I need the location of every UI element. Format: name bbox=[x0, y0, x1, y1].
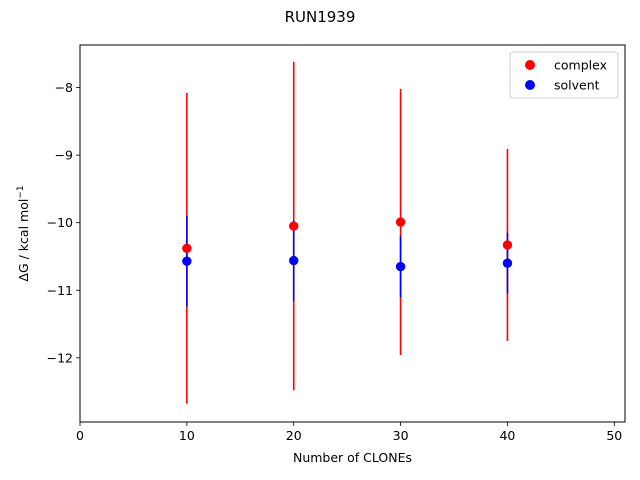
series-complex-points bbox=[182, 217, 513, 254]
legend-box bbox=[509, 51, 619, 99]
legend-marker-solvent bbox=[525, 80, 535, 90]
complex-point bbox=[502, 240, 513, 250]
chart-title: RUN1939 bbox=[285, 8, 356, 26]
x-tick-label: 0 bbox=[76, 428, 84, 443]
solvent-point bbox=[502, 258, 513, 268]
x-tick-label: 20 bbox=[286, 428, 302, 443]
y-tick-label: −8 bbox=[55, 80, 73, 95]
legend: complex solvent bbox=[509, 51, 619, 99]
y-axis-label-superscript: −1 bbox=[16, 185, 26, 198]
solvent-point bbox=[182, 256, 192, 266]
series-solvent bbox=[186, 215, 509, 307]
x-tick-label: 50 bbox=[606, 428, 622, 443]
y-axis: −12 −11 −10 −9 −8 bbox=[47, 80, 80, 365]
y-tick-label: −9 bbox=[55, 148, 73, 163]
x-tick-label: 30 bbox=[393, 428, 409, 443]
complex-point bbox=[395, 217, 406, 227]
x-axis: 0 10 20 30 40 50 bbox=[76, 422, 622, 443]
series-complex bbox=[186, 61, 509, 404]
legend-marker-complex bbox=[525, 60, 535, 70]
plot-frame bbox=[79, 44, 626, 423]
solvent-point bbox=[395, 261, 406, 272]
complex-point bbox=[182, 243, 192, 254]
y-axis-label-main: ΔG / kcal mol bbox=[16, 199, 31, 282]
plot-area bbox=[182, 61, 513, 404]
legend-label-solvent: solvent bbox=[554, 78, 600, 93]
y-tick-label: −11 bbox=[47, 283, 73, 298]
solvent-point bbox=[289, 255, 299, 266]
x-tick-label: 40 bbox=[499, 428, 515, 443]
y-tick-label: −12 bbox=[47, 350, 73, 365]
x-tick-label: 10 bbox=[179, 428, 195, 443]
y-axis-label: ΔG / kcal mol−1 bbox=[16, 185, 31, 281]
legend-label-complex: complex bbox=[554, 58, 607, 73]
series-solvent-points bbox=[182, 255, 513, 272]
y-tick-label: −10 bbox=[47, 215, 73, 230]
complex-point bbox=[289, 221, 299, 231]
x-axis-label: Number of CLONEs bbox=[293, 450, 412, 465]
